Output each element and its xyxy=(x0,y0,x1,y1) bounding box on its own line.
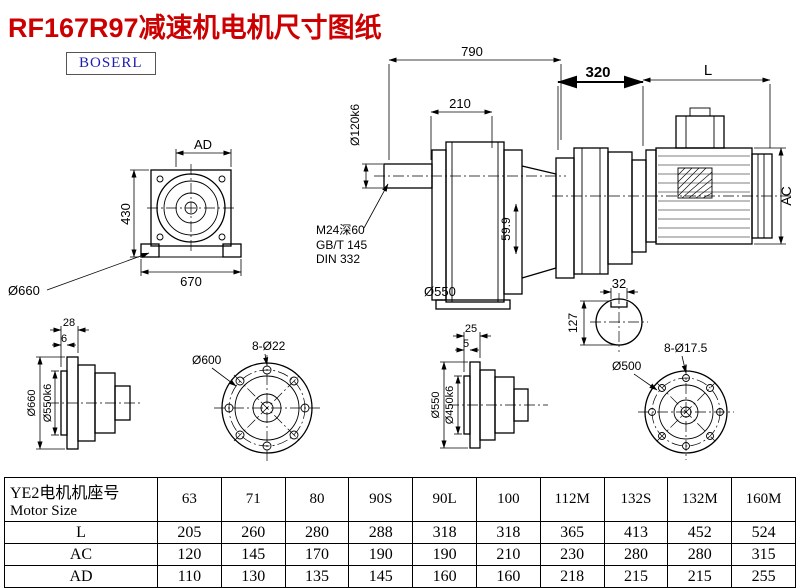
dim-790-label: 790 xyxy=(461,44,483,59)
flange-side-view-1: 28 6 Ø660 Ø550k6 xyxy=(26,317,142,450)
dimension-cell: 255 xyxy=(731,565,796,588)
dim-f2-od-label: Ø550 xyxy=(430,392,442,419)
dim-28-label: 28 xyxy=(63,317,75,329)
dim-key-width-label: 32 xyxy=(612,276,626,291)
dim-320-label: 320 xyxy=(585,64,610,81)
dimension-cell: 218 xyxy=(539,565,605,588)
table-header-row: YE2电机机座号 Motor Size 63 71 80 90S 90L 100… xyxy=(4,477,796,522)
flange-face-view-2: Ø500 8-Ø17.5 xyxy=(612,341,734,460)
motor-size-label-en: Motor Size xyxy=(10,503,78,519)
row-label-AD: AD xyxy=(4,565,158,588)
dimension-cell: 190 xyxy=(412,543,477,566)
dimension-cell: 110 xyxy=(157,565,222,588)
front-view: AD 430 670 Ø660 xyxy=(8,137,242,298)
size-column-header: 160M xyxy=(731,477,796,522)
dimension-cell: 230 xyxy=(539,543,605,566)
page-title: RF167R97减速机电机尺寸图纸 xyxy=(8,13,382,43)
shaft-section-view: 32 127 xyxy=(566,276,648,352)
note-std2-label: DIN 332 xyxy=(316,252,360,266)
side-view: 790 210 Ø120k6 M24深60 GB/T 145 DIN 332 5… xyxy=(316,44,566,310)
flange-side-view-2: 25 5 Ø550 Ø450k6 xyxy=(430,323,548,449)
dim-offset-label: 59.9 xyxy=(499,217,513,241)
size-column-header: 63 xyxy=(157,477,222,522)
technical-drawing: AD 430 670 Ø660 790 210 Ø120k6 M24深60 xyxy=(8,44,794,461)
table-row-AC: AC 120 145 170 190 190 210 230 280 280 3… xyxy=(4,543,796,566)
dim-f1-od-label: Ø660 xyxy=(26,390,38,417)
dimension-cell: 280 xyxy=(284,521,350,544)
dimension-cell: 205 xyxy=(157,521,222,544)
dimension-cell: 145 xyxy=(348,565,414,588)
dim-6-label: 6 xyxy=(61,333,67,345)
dim-430-label: 430 xyxy=(118,203,133,225)
size-column-header: 100 xyxy=(475,477,541,522)
dim-670-label: 670 xyxy=(180,274,202,289)
size-column-header: 90S xyxy=(348,477,414,522)
note-std1-label: GB/T 145 xyxy=(316,238,367,252)
terminal-box xyxy=(675,115,725,149)
dimension-cell: 318 xyxy=(475,521,541,544)
dim-front-od-label: Ø660 xyxy=(8,283,40,298)
dim-f2-bc-label: Ø500 xyxy=(612,359,642,373)
dim-5-label: 5 xyxy=(463,338,469,350)
motor-view: 320 L AC xyxy=(552,62,794,279)
dim-550-label: Ø550 xyxy=(424,284,456,299)
motor-size-header-cell: YE2电机机座号 Motor Size xyxy=(4,477,158,522)
dimension-cell: 413 xyxy=(603,521,669,544)
dim-f1-bc-label: Ø600 xyxy=(192,353,222,367)
dimension-cell: 160 xyxy=(475,565,541,588)
dimension-cell: 365 xyxy=(539,521,605,544)
dimension-cell: 120 xyxy=(157,543,222,566)
dim-25-label: 25 xyxy=(465,323,477,335)
motor-size-label-cn: YE2电机机座号 xyxy=(10,485,120,502)
dimension-cell: 160 xyxy=(412,565,477,588)
dimension-cell: 210 xyxy=(475,543,541,566)
dimension-cell: 130 xyxy=(220,565,286,588)
size-column-header: 112M xyxy=(539,477,605,522)
dim-shaft-dia-label: Ø120k6 xyxy=(348,104,362,146)
dim-f2-holes-label: 8-Ø17.5 xyxy=(664,341,708,355)
dim-f2-spigot-label: Ø450k6 xyxy=(444,386,456,425)
dim-ad-label: AD xyxy=(194,137,212,152)
fan-cover xyxy=(751,153,773,239)
size-column-header: 71 xyxy=(220,477,286,522)
dim-L-label: L xyxy=(704,62,712,79)
flange-face-view-1: Ø600 8-Ø22 xyxy=(192,339,320,461)
size-column-header: 90L xyxy=(412,477,477,522)
size-column-header: 132M xyxy=(667,477,733,522)
motor-size-table: YE2电机机座号 Motor Size 63 71 80 90S 90L 100… xyxy=(4,477,796,588)
brand-logo: BOSERL xyxy=(66,52,156,75)
size-column-header: 80 xyxy=(284,477,350,522)
dim-key-height-label: 127 xyxy=(566,313,580,333)
dim-210-label: 210 xyxy=(449,96,471,111)
dimension-cell: 190 xyxy=(348,543,414,566)
dimension-cell: 318 xyxy=(412,521,477,544)
dim-f1-spigot-label: Ø550k6 xyxy=(42,384,54,423)
size-column-header: 132S xyxy=(603,477,669,522)
note-tap-label: M24深60 xyxy=(316,223,365,237)
dimension-cell: 170 xyxy=(284,543,350,566)
dim-AC-label: AC xyxy=(778,186,794,205)
dimension-cell: 452 xyxy=(667,521,733,544)
dimension-cell: 260 xyxy=(220,521,286,544)
dimension-cell: 524 xyxy=(731,521,796,544)
dimension-cell: 135 xyxy=(284,565,350,588)
dimension-cell: 288 xyxy=(348,521,414,544)
dimension-cell: 280 xyxy=(603,543,669,566)
row-label-L: L xyxy=(4,521,158,544)
dim-f1-holes-label: 8-Ø22 xyxy=(252,339,286,353)
table-row-AD: AD 110 130 135 145 160 160 218 215 215 2… xyxy=(4,565,796,588)
dimension-cell: 315 xyxy=(731,543,796,566)
row-label-AC: AC xyxy=(4,543,158,566)
dimension-cell: 215 xyxy=(667,565,733,588)
dimension-cell: 280 xyxy=(667,543,733,566)
table-row-L: L 205 260 280 288 318 318 365 413 452 52… xyxy=(4,521,796,544)
dimension-cell: 145 xyxy=(220,543,286,566)
dimension-cell: 215 xyxy=(603,565,669,588)
